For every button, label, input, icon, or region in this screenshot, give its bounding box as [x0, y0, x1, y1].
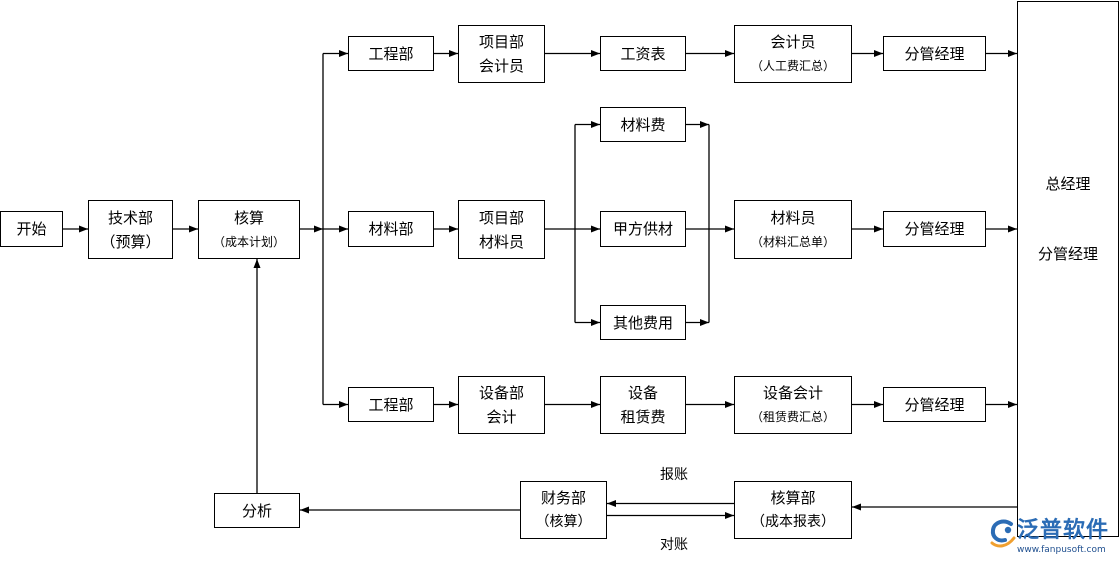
equipment-accountant-box: 设备会计 （租赁费汇总）: [734, 376, 852, 434]
cost-dept-label: 核算部: [770, 489, 816, 507]
start-box: 开始: [0, 211, 63, 247]
logo-name: 泛普软件: [1017, 518, 1110, 543]
equipment-accountant-label: 设备会计: [762, 384, 823, 402]
division-manager-label-1: 分管经理: [904, 44, 965, 63]
material-dept-box: 材料部: [348, 211, 434, 247]
tech-dept-label: 技术部: [107, 208, 153, 227]
material-clerk-sublabel: （材料汇总单）: [750, 234, 835, 249]
owner-supplied-box: 甲方供材: [600, 211, 686, 247]
tech-dept-sublabel: （预算）: [100, 232, 161, 251]
project-material-clerk-sublabel: 材料员: [478, 232, 524, 251]
cost-plan-sublabel: （成本计划）: [212, 234, 285, 249]
analysis-box: 分析: [214, 493, 300, 528]
cost-dept-sublabel: （成本报表）: [751, 514, 835, 530]
division-manager-box-2: 分管经理: [883, 211, 986, 247]
material-fee-label: 材料费: [620, 115, 666, 134]
equipment-dept-box: 设备部 会计: [458, 376, 545, 434]
other-fee-box: 其他费用: [600, 305, 686, 340]
analysis-label: 分析: [241, 501, 272, 520]
material-clerk-label: 材料员: [770, 208, 816, 227]
general-manager-box: 总经理 分管经理: [1017, 1, 1119, 537]
division-manager-box-3: 分管经理: [883, 387, 986, 422]
cost-plan-box: 核算 （成本计划）: [198, 200, 300, 259]
equipment-dept-label: 设备部: [478, 384, 524, 402]
engineering-dept-box-3: 工程部: [348, 387, 434, 422]
labor-accountant-box: 会计员 （人工费汇总）: [734, 25, 852, 83]
labor-accountant-sublabel: （人工费汇总）: [750, 59, 835, 73]
cost-plan-label: 核算: [233, 208, 264, 227]
project-accountant-sublabel: 会计员: [478, 57, 524, 75]
engineering-dept-label-3: 工程部: [368, 395, 414, 414]
finance-dept-box: 财务部 （核算）: [520, 481, 607, 539]
engineering-dept-label-1: 工程部: [368, 44, 414, 63]
equipment-dept-sublabel: 会计: [486, 408, 517, 426]
other-fee-label: 其他费用: [612, 313, 673, 332]
reimburse-edge-label: 报账: [660, 467, 688, 483]
logo-url: www.fanpusoft.com: [1017, 545, 1106, 555]
project-material-clerk-box: 项目部 材料员: [458, 200, 545, 259]
payroll-box: 工资表: [600, 36, 686, 71]
cost-dept-box: 核算部 （成本报表）: [734, 481, 852, 539]
tech-dept-box: 技术部 （预算）: [88, 200, 173, 259]
project-accountant-box: 项目部 会计员: [458, 25, 545, 83]
project-material-clerk-label: 项目部: [478, 208, 524, 227]
engineering-dept-box-1: 工程部: [348, 36, 434, 71]
reconcile-edge-label: 对账: [660, 537, 688, 553]
payroll-label: 工资表: [620, 44, 666, 63]
labor-accountant-label: 会计员: [770, 33, 816, 51]
material-fee-box: 材料费: [600, 107, 686, 142]
general-manager-label: 总经理: [1045, 175, 1091, 193]
start-label: 开始: [16, 220, 47, 238]
material-clerk-box: 材料员 （材料汇总单）: [734, 200, 852, 259]
equipment-rent-label: 设备: [627, 384, 658, 402]
division-manager-label-3: 分管经理: [904, 395, 965, 414]
material-dept-label: 材料部: [368, 220, 414, 238]
equipment-rent-box: 设备 租赁费: [600, 376, 686, 434]
fanpu-logo-icon: [990, 519, 1016, 548]
finance-dept-label: 财务部: [540, 489, 586, 507]
owner-supplied-label: 甲方供材: [612, 220, 673, 238]
equipment-rent-sublabel: 租赁费: [620, 408, 666, 426]
division-manager-label-2: 分管经理: [904, 220, 965, 238]
project-accountant-label: 项目部: [478, 33, 524, 51]
equipment-accountant-sublabel: （租赁费汇总）: [750, 410, 835, 424]
division-manager-box-1: 分管经理: [883, 36, 986, 71]
finance-dept-sublabel: （核算）: [535, 514, 592, 530]
general-division-manager-label: 分管经理: [1037, 245, 1098, 263]
